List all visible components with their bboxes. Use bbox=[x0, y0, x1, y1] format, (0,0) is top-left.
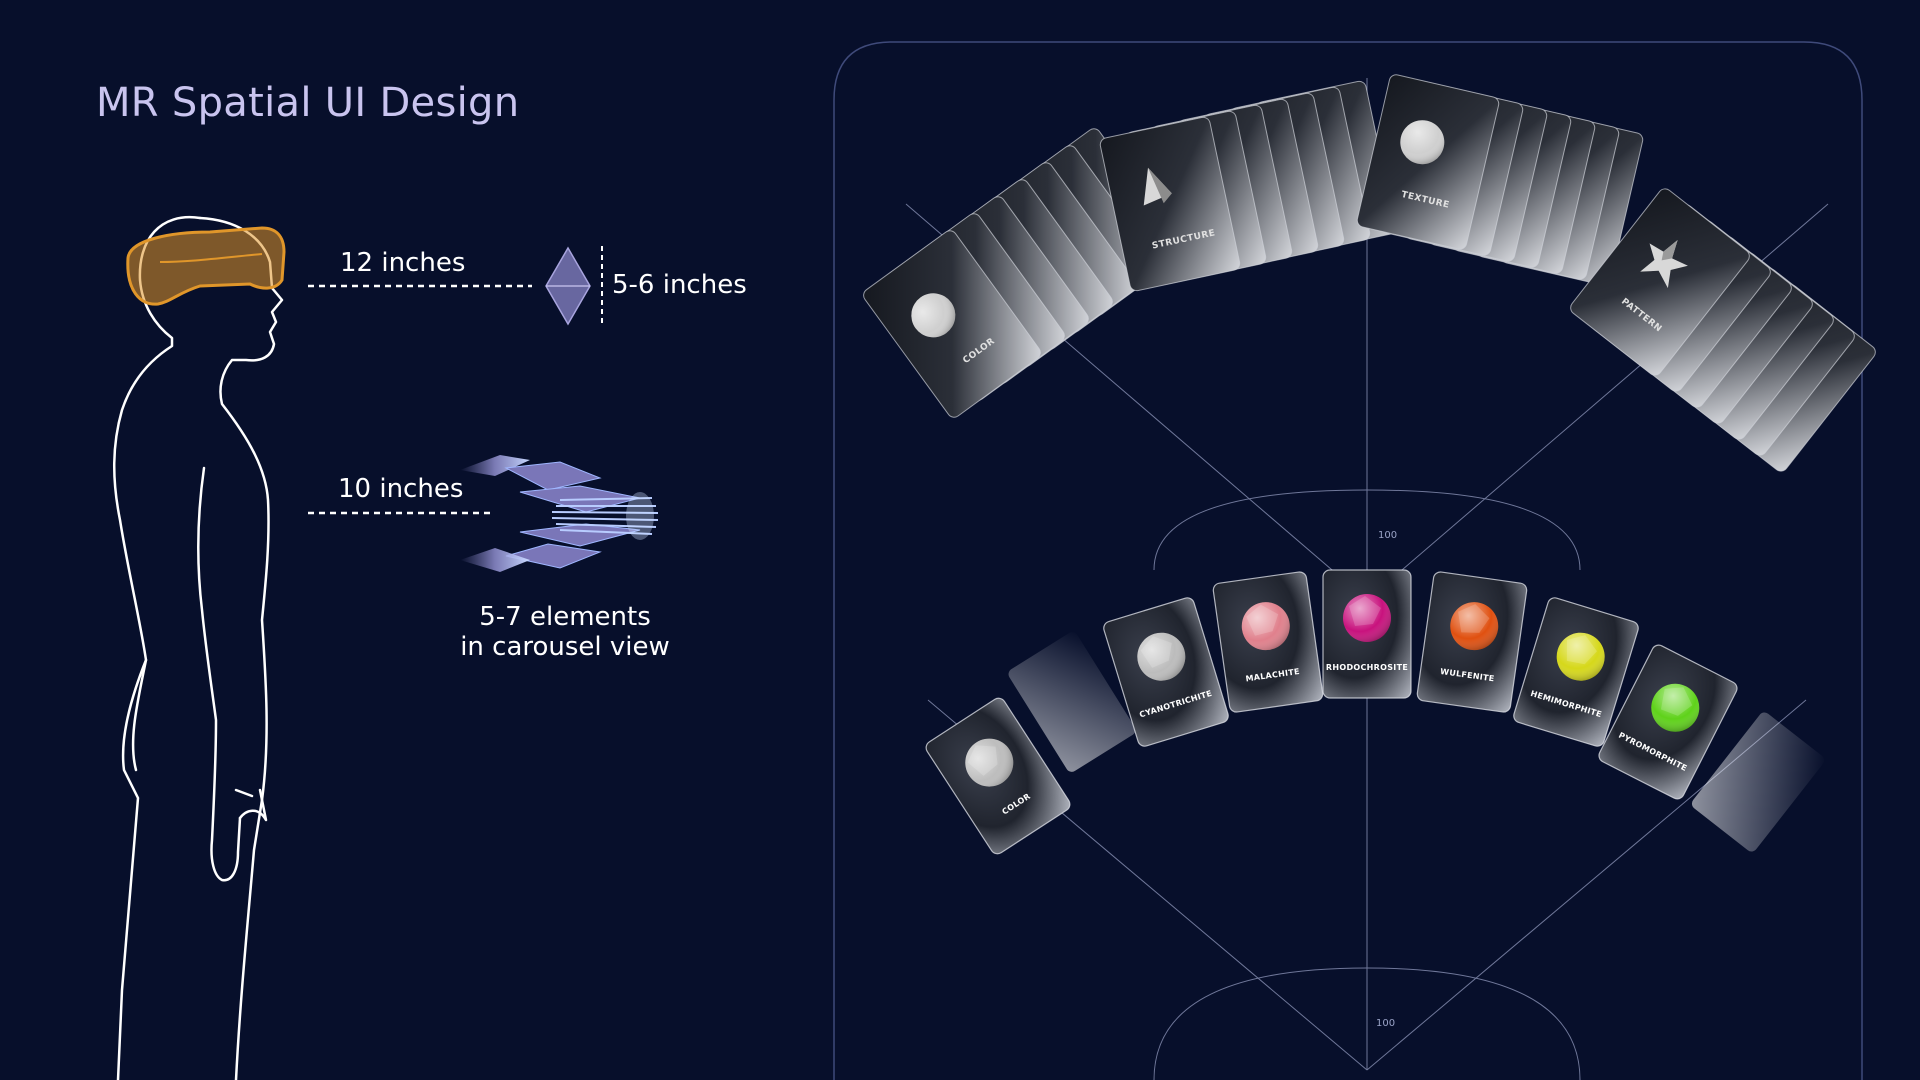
gem-icon bbox=[1241, 602, 1290, 651]
card-stack-color[interactable]: COLOR bbox=[861, 126, 1187, 420]
stack-label: COLOR bbox=[961, 336, 997, 366]
stack-card bbox=[1151, 104, 1293, 280]
lower-arc-tick: 100 bbox=[1376, 1018, 1395, 1029]
stack-card bbox=[1177, 98, 1319, 274]
carousel-fade-card-left bbox=[1008, 632, 1136, 772]
stack-label: PATTERN bbox=[1619, 297, 1663, 335]
carousel-card-color[interactable]: COLOR bbox=[923, 696, 1072, 857]
stack-card bbox=[983, 145, 1161, 333]
stack-card bbox=[1452, 98, 1596, 274]
carousel-card-cyanotrichite[interactable]: CYANOTRICHITE bbox=[1102, 596, 1230, 748]
stack-card bbox=[1380, 80, 1524, 256]
stack-card bbox=[1255, 80, 1397, 256]
carousel-card-pyromorphite[interactable]: PYROMORPHITE bbox=[1597, 643, 1740, 802]
carousel-caption: 5-7 elements in carousel view bbox=[440, 602, 690, 662]
stack-card bbox=[1404, 86, 1548, 262]
carousel-card-label: COLOR bbox=[1000, 792, 1032, 817]
stack-card bbox=[1675, 268, 1855, 456]
gem-icon bbox=[1137, 632, 1186, 681]
page-title: MR Spatial UI Design bbox=[96, 80, 520, 126]
carousel-fade-card-right bbox=[1691, 712, 1825, 852]
eye-distance-label: 12 inches bbox=[340, 248, 466, 278]
stack-card bbox=[1203, 92, 1345, 268]
headset-icon bbox=[126, 226, 286, 306]
stack-card bbox=[935, 179, 1113, 367]
stack-card: STRUCTURE bbox=[1099, 116, 1241, 292]
carousel-card-label: WULFENITE bbox=[1440, 667, 1495, 684]
stack-card bbox=[887, 213, 1065, 401]
card-stack-pattern[interactable]: PATTERN bbox=[1568, 186, 1878, 474]
human-outline bbox=[112, 215, 284, 1080]
stack-card bbox=[1633, 236, 1813, 424]
stack-card: PATTERN bbox=[1570, 188, 1750, 376]
hand-distance-label: 10 inches bbox=[338, 474, 464, 504]
sphere-icon bbox=[1400, 120, 1445, 165]
stack-card bbox=[1476, 104, 1620, 280]
carousel-card-label: CYANOTRICHITE bbox=[1138, 689, 1213, 720]
carousel-card-label: RHODOCHROSITE bbox=[1326, 663, 1408, 672]
diamond-element-icon bbox=[545, 246, 591, 326]
carousel-fan-icon bbox=[460, 455, 659, 572]
stack-card bbox=[911, 196, 1089, 384]
top-card-stacks: COLOR STRUCTURE TEXTURE PATTERN bbox=[861, 73, 1878, 474]
gem-icon bbox=[965, 738, 1014, 787]
carousel-card-label: PYROMORPHITE bbox=[1617, 731, 1688, 773]
carousel-card-label: HEMIMORPHITE bbox=[1529, 689, 1602, 719]
gem-icon bbox=[1450, 602, 1499, 651]
element-size-label: 5-6 inches bbox=[612, 270, 747, 300]
stack-label: TEXTURE bbox=[1400, 190, 1450, 211]
carousel-card-hemimorphite[interactable]: HEMIMORPHITE bbox=[1512, 596, 1640, 748]
stack-card bbox=[1654, 252, 1834, 440]
sphere-icon bbox=[911, 293, 956, 338]
pyramid-icon bbox=[1143, 167, 1172, 206]
stack-label: STRUCTURE bbox=[1151, 228, 1216, 251]
carousel-card-wulfenite[interactable]: WULFENITE bbox=[1416, 571, 1528, 713]
stack-card bbox=[1612, 220, 1792, 408]
human-figure-diagram bbox=[112, 215, 659, 1080]
stack-card bbox=[959, 162, 1137, 350]
guide-lines bbox=[905, 78, 1829, 1080]
card-stack-texture[interactable]: TEXTURE bbox=[1356, 73, 1644, 286]
gem-icon bbox=[1556, 632, 1605, 681]
stack-card bbox=[1591, 204, 1771, 392]
carousel-card-rhodochrosite[interactable]: RHODOCHROSITE bbox=[1322, 569, 1412, 699]
gem-icon bbox=[1651, 683, 1700, 732]
stack-card bbox=[1500, 110, 1644, 286]
stack-card bbox=[1125, 110, 1267, 286]
stack-card: COLOR bbox=[863, 230, 1041, 418]
stack-card bbox=[1428, 92, 1572, 268]
stack-card bbox=[1007, 128, 1185, 316]
star-icon bbox=[1640, 239, 1688, 289]
upper-arc-tick: 100 bbox=[1378, 530, 1397, 541]
carousel-caption-line2: in carousel view bbox=[460, 632, 670, 662]
stack-card bbox=[1229, 86, 1371, 262]
card-stack-structure[interactable]: STRUCTURE bbox=[1099, 80, 1397, 292]
carousel-card-label: MALACHITE bbox=[1245, 667, 1300, 684]
gem-icon bbox=[1343, 594, 1391, 642]
stack-card bbox=[1696, 284, 1876, 472]
panel-frame bbox=[833, 41, 1863, 1080]
carousel-card-malachite[interactable]: MALACHITE bbox=[1212, 571, 1324, 713]
stack-card: TEXTURE bbox=[1356, 74, 1500, 250]
carousel-row: COLOR CYANOTRICHITE MALACHITE RHODOCHROSITE… bbox=[923, 569, 1825, 857]
carousel-caption-line1: 5-7 elements bbox=[479, 602, 651, 632]
